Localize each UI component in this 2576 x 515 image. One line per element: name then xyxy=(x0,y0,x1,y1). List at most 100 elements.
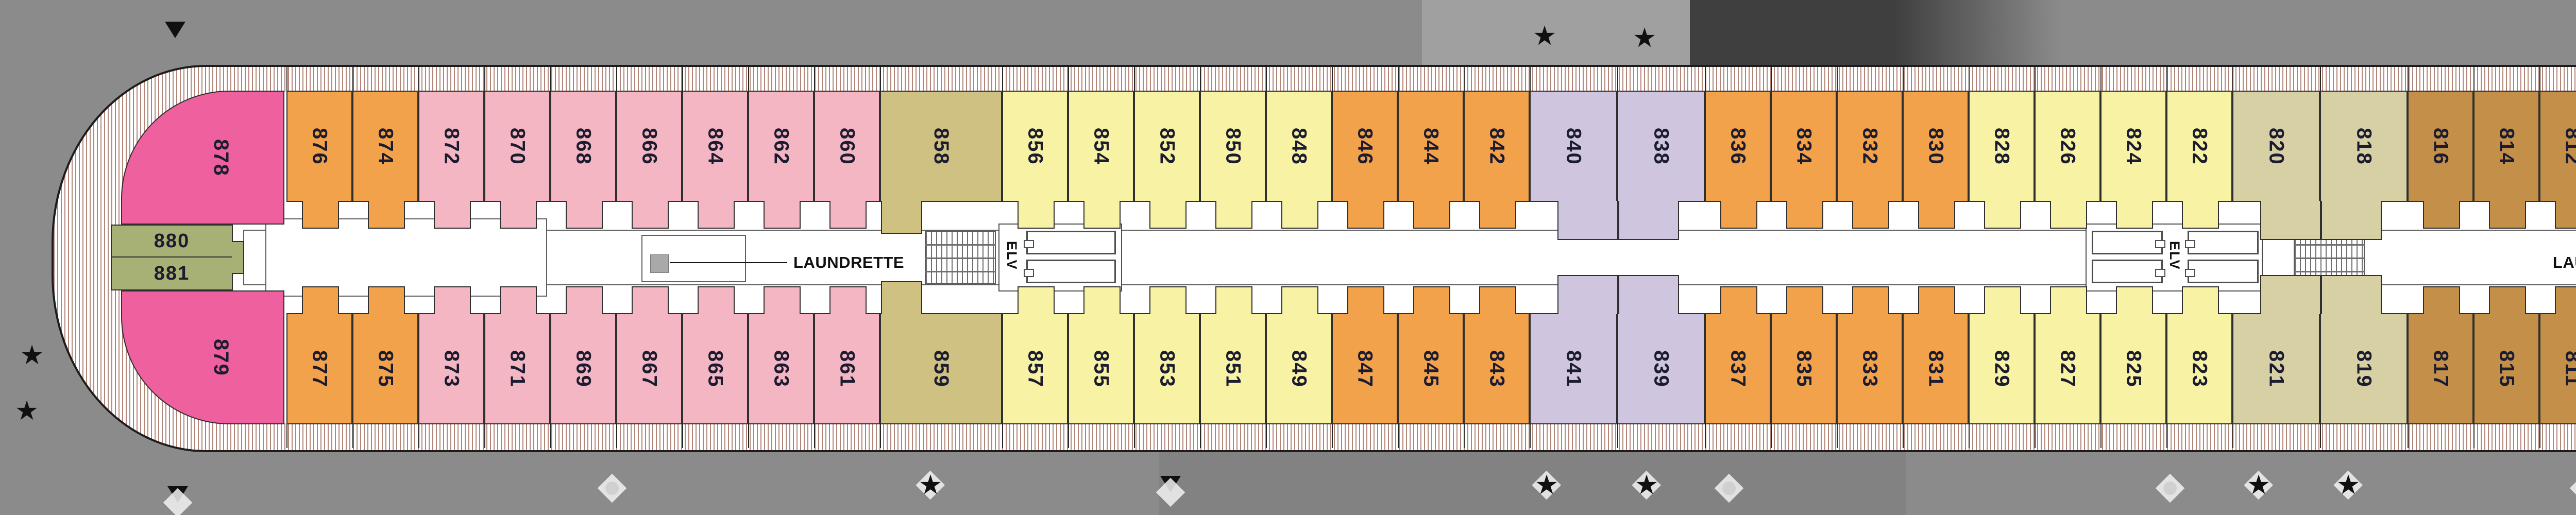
cabin-number: 824 xyxy=(2122,127,2145,165)
cabin-877[interactable]: 877 xyxy=(286,286,352,424)
cabin-879[interactable]: 879 xyxy=(121,290,284,424)
background-shading-bottom xyxy=(1159,449,1906,515)
cabin-815[interactable]: 815 xyxy=(2473,286,2539,424)
cabin-857[interactable]: 857 xyxy=(1002,286,1068,424)
balcony-divider xyxy=(1332,67,1333,92)
star-icon: ★ xyxy=(1532,21,1557,51)
cabin-812[interactable]: 812 xyxy=(2539,91,2576,229)
cabin-838[interactable]: 838 xyxy=(1617,91,1705,240)
balcony-divider xyxy=(1464,423,1465,448)
cabin-835[interactable]: 835 xyxy=(1771,286,1837,424)
cabin-842[interactable]: 842 xyxy=(1464,91,1530,229)
cabin-entry xyxy=(2182,201,2219,229)
cabin-843[interactable]: 843 xyxy=(1464,286,1530,424)
cabin-852[interactable]: 852 xyxy=(1134,91,1200,229)
elevator-car xyxy=(2185,231,2259,254)
cabin-874[interactable]: 874 xyxy=(352,91,418,229)
cabin-817[interactable]: 817 xyxy=(2408,286,2473,424)
laundrette-left-label: LAUNDRETTE xyxy=(793,253,905,271)
cabin-831[interactable]: 831 xyxy=(1903,286,1969,424)
cabin-854[interactable]: 854 xyxy=(1068,91,1134,229)
cabin-819[interactable]: 819 xyxy=(2320,275,2408,424)
cabin-864[interactable]: 864 xyxy=(682,91,748,229)
cabin-number: 846 xyxy=(1353,127,1377,165)
cabin-number: 823 xyxy=(2188,350,2211,388)
cabin-881[interactable]: 881 xyxy=(111,256,233,290)
cabin-875[interactable]: 875 xyxy=(352,286,418,424)
cabin-839[interactable]: 839 xyxy=(1617,275,1705,424)
cabin-825[interactable]: 825 xyxy=(2100,286,2166,424)
cabin-829[interactable]: 829 xyxy=(1969,286,2035,424)
cabin-834[interactable]: 834 xyxy=(1771,91,1837,229)
cabin-entry xyxy=(1281,286,1318,314)
cabin-833[interactable]: 833 xyxy=(1837,286,1903,424)
cabin-820[interactable]: 820 xyxy=(2232,91,2321,240)
cabin-828[interactable]: 828 xyxy=(1969,91,2035,229)
cabin-871[interactable]: 871 xyxy=(484,286,550,424)
cabin-856[interactable]: 856 xyxy=(1002,91,1068,229)
cabin-844[interactable]: 844 xyxy=(1398,91,1464,229)
cabin-847[interactable]: 847 xyxy=(1332,286,1398,424)
cabin-848[interactable]: 848 xyxy=(1266,91,1332,229)
cabin-number: 828 xyxy=(1990,127,2013,165)
cabin-866[interactable]: 866 xyxy=(616,91,682,229)
cabin-entry xyxy=(632,201,669,229)
cabin-822[interactable]: 822 xyxy=(2166,91,2232,229)
balcony-divider xyxy=(1617,67,1618,92)
cabin-858[interactable]: 858 xyxy=(880,91,1002,234)
cabin-number: 862 xyxy=(770,127,793,165)
cabin-876[interactable]: 876 xyxy=(286,91,352,229)
cabin-880[interactable]: 880 xyxy=(111,225,233,258)
cabin-837[interactable]: 837 xyxy=(1705,286,1771,424)
cabin-867[interactable]: 867 xyxy=(616,286,682,424)
cabin-840[interactable]: 840 xyxy=(1530,91,1618,240)
cabin-859[interactable]: 859 xyxy=(880,281,1002,424)
cabin-entry xyxy=(881,201,922,234)
cabin-827[interactable]: 827 xyxy=(2035,286,2100,424)
cabin-816[interactable]: 816 xyxy=(2408,91,2473,229)
cabin-number: 829 xyxy=(1990,350,2013,388)
cabin-826[interactable]: 826 xyxy=(2035,91,2100,229)
cabin-number: 868 xyxy=(572,127,595,165)
cabin-number: 816 xyxy=(2429,127,2452,165)
cabin-818[interactable]: 818 xyxy=(2320,91,2408,240)
balcony-divider xyxy=(2100,67,2102,92)
cabin-823[interactable]: 823 xyxy=(2166,286,2232,424)
balcony-divider xyxy=(616,67,617,92)
cabin-811[interactable]: 811 xyxy=(2539,286,2576,424)
cabin-821[interactable]: 821 xyxy=(2232,275,2321,424)
cabin-861[interactable]: 861 xyxy=(814,286,880,424)
cabin-number: 820 xyxy=(2265,127,2288,165)
cabin-855[interactable]: 855 xyxy=(1068,286,1134,424)
cabin-863[interactable]: 863 xyxy=(748,286,814,424)
cabin-873[interactable]: 873 xyxy=(418,286,484,424)
cabin-868[interactable]: 868 xyxy=(550,91,616,229)
cabin-836[interactable]: 836 xyxy=(1705,91,1771,229)
cabin-860[interactable]: 860 xyxy=(814,91,880,229)
cabin-841[interactable]: 841 xyxy=(1530,275,1618,424)
cabin-865[interactable]: 865 xyxy=(682,286,748,424)
cabin-862[interactable]: 862 xyxy=(748,91,814,229)
cabin-849[interactable]: 849 xyxy=(1266,286,1332,424)
cabin-814[interactable]: 814 xyxy=(2473,91,2539,229)
cabin-number: 869 xyxy=(572,350,595,388)
laundrette-right-label: LAUNDRETTE xyxy=(2552,253,2576,271)
cabin-845[interactable]: 845 xyxy=(1398,286,1464,424)
cabin-869[interactable]: 869 xyxy=(550,286,616,424)
balcony-divider xyxy=(2473,67,2475,92)
balcony-divider xyxy=(616,423,617,448)
cabin-entry xyxy=(1347,201,1384,229)
cabin-830[interactable]: 830 xyxy=(1903,91,1969,229)
cabin-870[interactable]: 870 xyxy=(484,91,550,229)
cabin-850[interactable]: 850 xyxy=(1200,91,1266,229)
cabin-number: 878 xyxy=(210,139,232,177)
elevator-car xyxy=(2092,231,2165,254)
cabin-846[interactable]: 846 xyxy=(1332,91,1398,229)
cabin-851[interactable]: 851 xyxy=(1200,286,1266,424)
forward-lobby xyxy=(265,218,547,297)
balcony-divider xyxy=(682,67,683,92)
cabin-872[interactable]: 872 xyxy=(418,91,484,229)
cabin-824[interactable]: 824 xyxy=(2100,91,2166,229)
cabin-853[interactable]: 853 xyxy=(1134,286,1200,424)
cabin-832[interactable]: 832 xyxy=(1837,91,1903,229)
